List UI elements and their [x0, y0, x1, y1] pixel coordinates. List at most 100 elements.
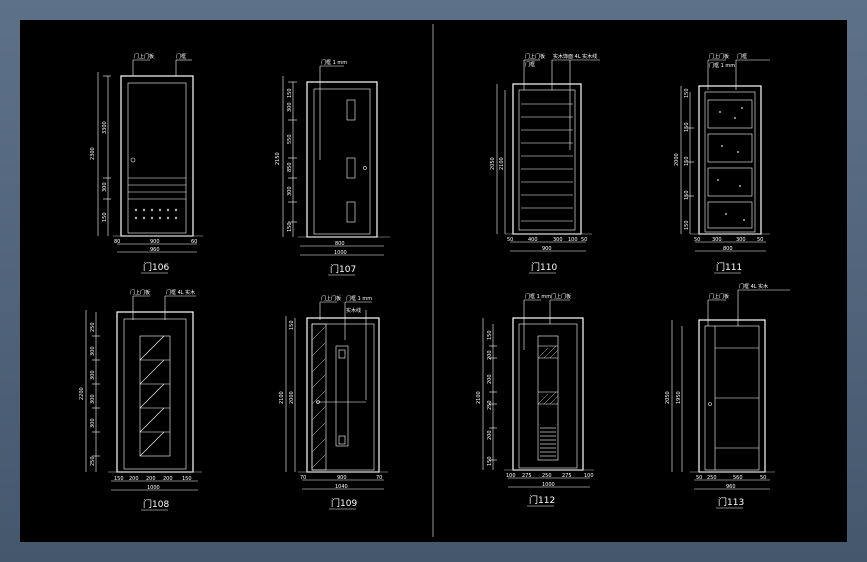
d110-note-2: 门框 [525, 61, 535, 68]
d106-note-0: 门上门板 [134, 53, 154, 60]
d106-dim-width-1: 900 [150, 239, 160, 245]
door-111 [680, 59, 770, 252]
door-110 [496, 59, 600, 252]
d111-dim-height-0: 2000 [674, 153, 680, 166]
d111-dim-height-5: 150 [684, 220, 690, 230]
d109-note-0: 门上门板 [321, 295, 341, 302]
d106-dim-width-0: 80 [114, 239, 120, 245]
d113-dim-width-2: 560 [733, 475, 743, 481]
d113-dim-height-0: 2050 [665, 391, 671, 404]
d113-total-width: 960 [726, 484, 736, 490]
door-107 [282, 65, 390, 256]
door-112 [482, 299, 594, 488]
d108-dim-height-0: 2200 [79, 387, 85, 400]
d107-dim-height-5: 300 [287, 186, 293, 196]
d110-dim-width-3: 100 [568, 237, 578, 243]
d110-label: 门110 [531, 261, 557, 273]
d108-dim-height-3: 300 [90, 370, 96, 380]
d113-dim-width-3: 50 [760, 475, 766, 481]
d111-dim-width-0: 50 [694, 237, 700, 243]
d112-label: 门112 [529, 494, 555, 506]
d109-dim-width-1: 900 [337, 475, 347, 481]
d112-dim-height-0: 2100 [476, 391, 482, 404]
d110-dim-height-0: 2050 [490, 157, 496, 170]
d108-note-1: 门框 4L 实木 [166, 289, 195, 296]
d106-total-width: 960 [150, 247, 160, 253]
d106-dim-height-2: 300 [102, 182, 108, 192]
d107-dim-height-4: 850 [287, 162, 293, 172]
d108-dim-width-2: 200 [146, 476, 156, 482]
d111-dim-width-2: 300 [736, 237, 746, 243]
d110-dim-width-4: 50 [581, 237, 587, 243]
d107-dim-height-1: 150 [287, 88, 293, 98]
d110-note-1: 实木饰面 4L 实木线 [553, 53, 597, 60]
door-106 [97, 59, 203, 253]
d112-dim-height-6: 150 [487, 456, 493, 466]
d113-note-1: 门框 4L 实木 [739, 283, 768, 290]
d111-note-0: 门上门板 [709, 53, 729, 60]
d107-dim-height-2: 300 [287, 102, 293, 112]
d106-note-1: 门框 [176, 53, 186, 60]
d106-dim-height-3: 150 [102, 212, 108, 222]
d113-note-0: 门上门板 [709, 293, 729, 300]
d112-dim-height-2: 200 [487, 350, 493, 360]
d110-dim-width-0: 50 [507, 237, 513, 243]
d108-dim-height-4: 300 [90, 394, 96, 404]
d107-note-0: 门框 1 mm [321, 59, 347, 66]
d112-total-width: 1000 [542, 482, 555, 488]
d111-dim-width-3: 50 [757, 237, 763, 243]
d106-dim-height-1: 3300 [102, 121, 108, 134]
d110-total-width: 900 [542, 246, 552, 252]
d111-label: 门111 [716, 261, 742, 273]
d112-dim-height-5: 200 [487, 430, 493, 440]
d112-dim-height-3: 200 [487, 374, 493, 384]
d110-note-0: 门上门板 [525, 53, 545, 60]
d111-dim-width-1: 300 [712, 237, 722, 243]
d107-label: 门107 [330, 263, 356, 275]
d109-label: 门109 [331, 497, 357, 509]
d108-dim-width-4: 150 [182, 476, 192, 482]
d109-dim-height-0: 2100 [279, 391, 285, 404]
d108-dim-height-5: 300 [90, 418, 96, 428]
d107-total-width: 1000 [334, 250, 347, 256]
d109-note-1: 门框 1 mm [346, 295, 372, 302]
d107-dim-width-0: 800 [335, 241, 345, 247]
d109-dim-height-2: 150 [289, 320, 295, 330]
d108-dim-width-1: 200 [129, 476, 139, 482]
d110-dim-height-1: 2100 [499, 157, 505, 170]
d109-dim-width-0: 70 [300, 475, 306, 481]
d108-dim-width-0: 150 [114, 476, 124, 482]
door-108 [85, 295, 202, 491]
d108-label: 门108 [143, 498, 169, 510]
d109-note-2: 实木线 [346, 307, 361, 314]
d111-dim-height-3: 150 [684, 156, 690, 166]
d108-dim-height-1: 250 [90, 322, 96, 332]
d110-dim-width-2: 300 [553, 237, 563, 243]
d111-dim-height-4: 150 [684, 190, 690, 200]
d112-dim-width-4: 100 [584, 473, 594, 479]
d109-dim-width-2: 70 [376, 475, 382, 481]
d106-dim-width-2: 60 [191, 239, 197, 245]
d106-label: 门106 [143, 261, 169, 273]
d111-dim-height-1: 150 [684, 88, 690, 98]
d112-dim-height-4: 250 [487, 400, 493, 410]
d113-dim-height-1: 1950 [676, 391, 682, 404]
d112-dim-width-3: 275 [562, 473, 572, 479]
d112-dim-width-2: 250 [542, 473, 552, 479]
drawing-sheet [20, 20, 847, 542]
d107-dim-height-6: 150 [287, 222, 293, 232]
d113-dim-width-1: 250 [707, 475, 717, 481]
d111-note-2: 门框 1 mm [709, 62, 735, 69]
d113-dim-width-0: 50 [696, 475, 702, 481]
d112-dim-height-1: 150 [487, 330, 493, 340]
d111-total-width: 800 [723, 246, 733, 252]
door-113 [671, 289, 790, 490]
d112-dim-width-0: 100 [506, 473, 516, 479]
d112-note-1: 门上门板 [551, 293, 571, 300]
d108-total-width: 1000 [147, 485, 160, 491]
d112-dim-width-1: 275 [522, 473, 532, 479]
d108-dim-height-6: 250 [90, 456, 96, 466]
d113-label: 门113 [718, 496, 744, 508]
d107-dim-height-3: 550 [287, 134, 293, 144]
d110-dim-width-1: 400 [528, 237, 538, 243]
